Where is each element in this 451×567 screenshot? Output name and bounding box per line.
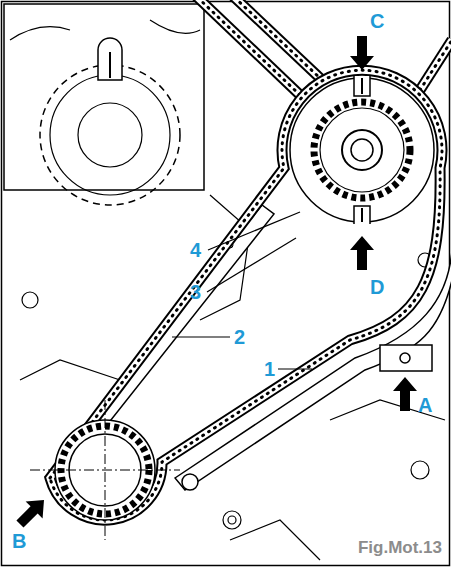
crankshaft-sprocket [30, 400, 180, 540]
callout-number: 1 [264, 358, 275, 380]
inset-detail [4, 4, 204, 205]
callout-letter: B [12, 530, 26, 552]
callout-letter: C [370, 10, 384, 32]
callout-letter: A [418, 394, 432, 416]
callout-number: 4 [190, 239, 201, 261]
figure-caption: Fig.Mot.13 [358, 538, 442, 558]
marker-arrow [11, 36, 417, 533]
callout-number: 3 [190, 281, 201, 303]
camshaft-sprocket [290, 76, 434, 224]
callout-letter: D [370, 276, 384, 298]
callout-number: 2 [234, 326, 245, 348]
